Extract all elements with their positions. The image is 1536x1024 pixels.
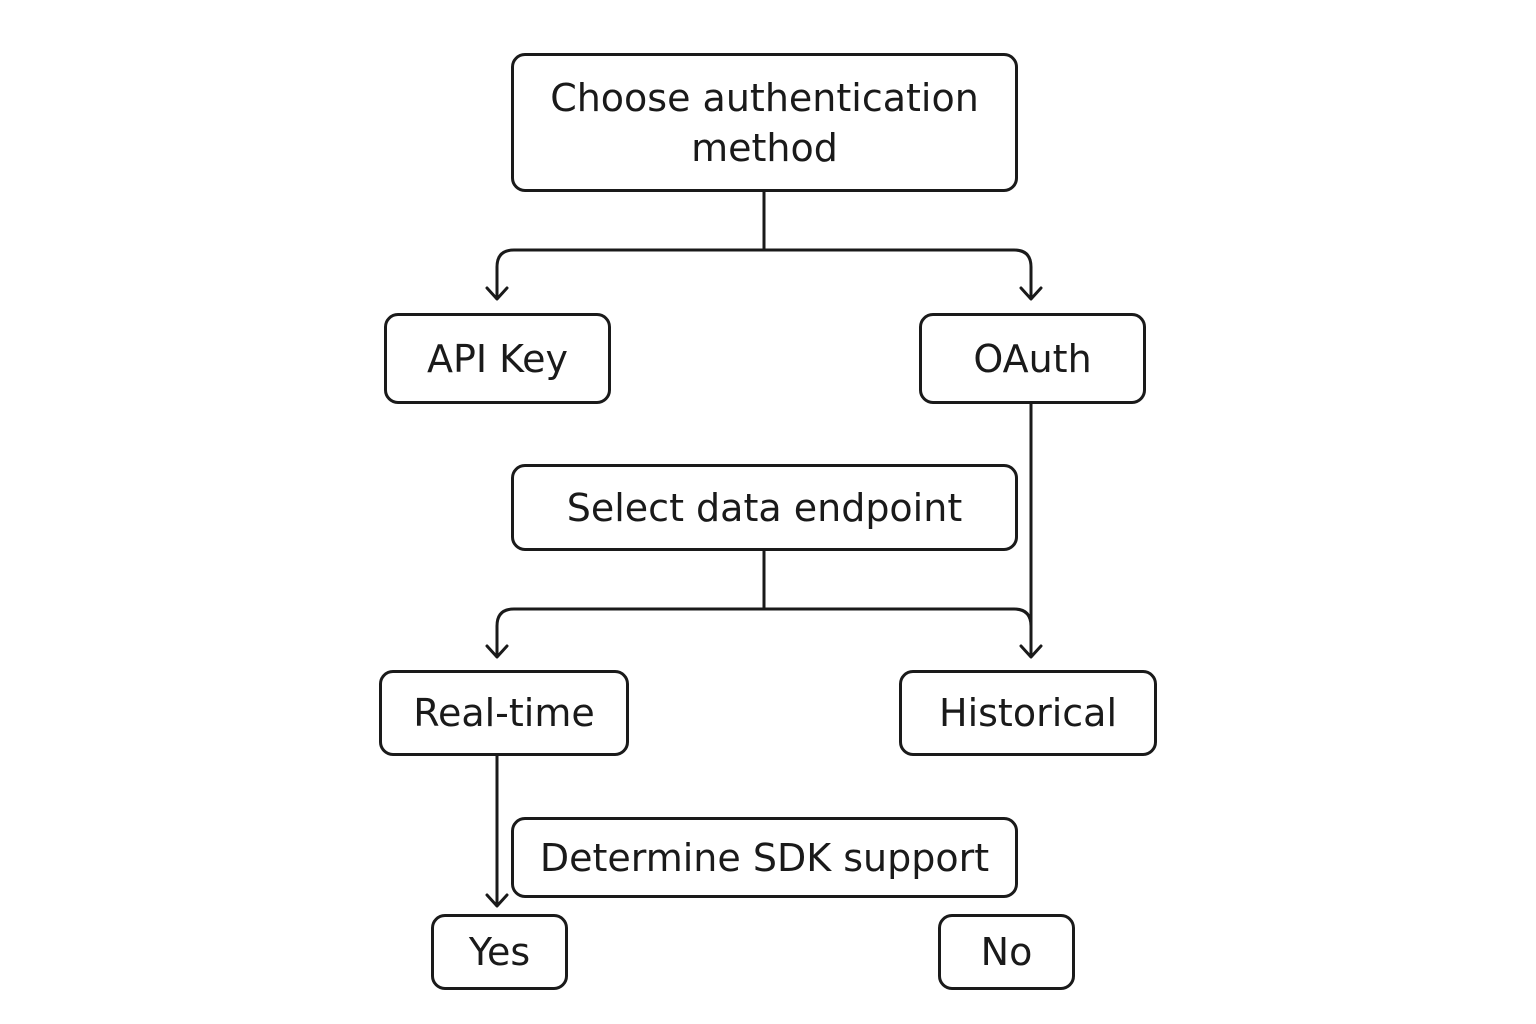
node-determine-sdk-support: Determine SDK support: [511, 817, 1018, 898]
arrowhead-real-time: [485, 644, 509, 659]
node-yes: Yes: [431, 914, 568, 990]
node-real-time: Real-time: [379, 670, 629, 756]
node-select-data-endpoint: Select data endpoint: [511, 464, 1018, 551]
node-label: API Key: [426, 336, 569, 381]
connector-select-endpoint-to-real-time: [495, 607, 766, 658]
node-label: Choose authentication method: [550, 75, 979, 170]
arrowhead-oauth: [1019, 286, 1043, 301]
arrowhead-api-key: [485, 286, 509, 301]
node-no: No: [938, 914, 1075, 990]
node-label: No: [980, 930, 1033, 974]
node-label: OAuth: [973, 336, 1092, 381]
node-historical: Historical: [899, 670, 1157, 756]
node-label: Real-time: [413, 691, 595, 735]
arrowhead-historical: [1019, 644, 1043, 659]
node-oauth: OAuth: [919, 313, 1146, 404]
node-label: Determine SDK support: [539, 835, 990, 880]
connector-choose-auth-to-api-key: [495, 248, 766, 300]
node-label: Select data endpoint: [566, 485, 963, 530]
arrowhead-yes: [485, 893, 509, 908]
node-api-key: API Key: [384, 313, 611, 404]
node-choose-authentication-method: Choose authentication method: [511, 53, 1018, 192]
node-label: Yes: [468, 930, 531, 974]
node-label: Historical: [939, 691, 1117, 735]
connector-choose-auth-to-oauth: [762, 248, 1033, 300]
connector-select-endpoint-to-historical: [762, 607, 1033, 628]
